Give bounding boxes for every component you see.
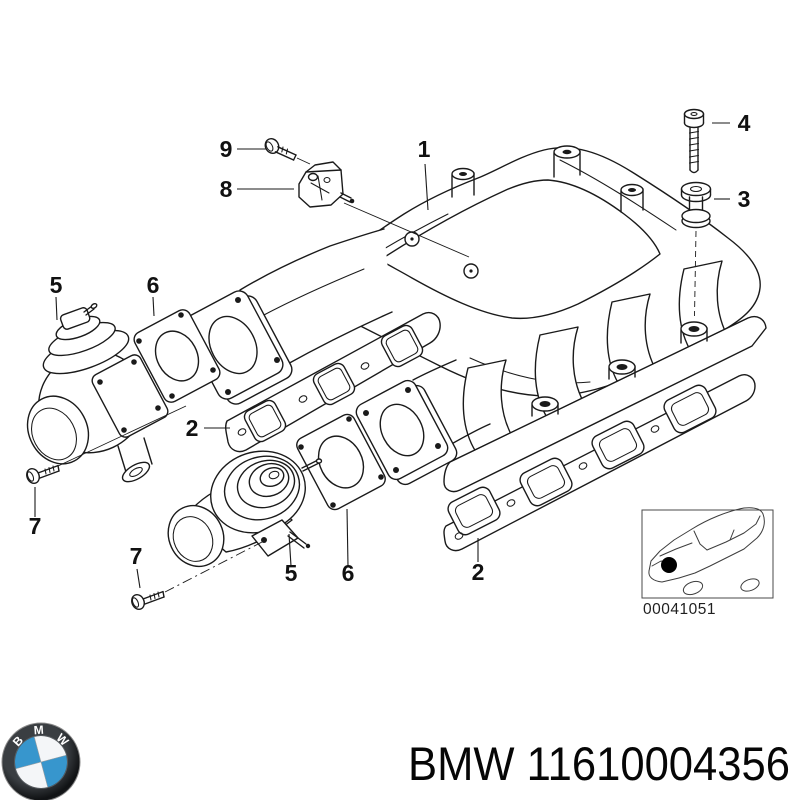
- mounting-boss: [451, 145, 644, 213]
- callout-label-1: 1: [418, 136, 431, 162]
- bolt: [131, 541, 263, 610]
- long-bolt: [683, 108, 705, 174]
- callout-label-2b: 2: [472, 559, 485, 585]
- car-thumbnail: 00041051: [641, 507, 774, 618]
- rail-boss: [531, 321, 708, 417]
- flange-gasket: [296, 413, 386, 511]
- callout-label-5a: 5: [50, 272, 63, 298]
- manifold-flange: [355, 359, 491, 486]
- logo-letter-m: M: [33, 723, 44, 738]
- bolt: [26, 405, 187, 484]
- thumbnail-frame: [641, 509, 774, 599]
- callout-label-6b: 6: [342, 560, 355, 586]
- logo-quadrant-blue: [41, 755, 67, 788]
- egr-valve: [167, 450, 323, 568]
- intake-manifold-drawing: [182, 145, 767, 493]
- callout-label-5b: 5: [285, 560, 298, 586]
- callout-label-8: 8: [220, 176, 233, 202]
- bracket: [298, 161, 470, 258]
- callout-label-3: 3: [738, 186, 751, 212]
- manifold-gasket-strip: [225, 311, 441, 453]
- callout-label-9: 9: [220, 136, 233, 162]
- part-number-text: BMW 11610004356: [408, 737, 790, 790]
- location-dot: [661, 557, 677, 573]
- logo-quadrant-blue: [15, 736, 41, 769]
- callout-labels: 9 8 1 4 3 5 6 2 7 7 5 6 2: [29, 110, 751, 586]
- bmw-logo: B M W: [1, 722, 81, 800]
- thumbnail-code: 00041051: [643, 601, 716, 618]
- bushing: [680, 181, 712, 317]
- callout-label-4: 4: [738, 110, 751, 136]
- callout-label-7a: 7: [29, 513, 42, 539]
- callout-label-2a: 2: [186, 415, 199, 441]
- manifold-gasket-strip: [443, 374, 756, 552]
- callout-leaders: [34, 122, 730, 589]
- logo-quadrants: [15, 736, 67, 788]
- egr-valve: [26, 303, 169, 483]
- small-bolt: [264, 138, 311, 165]
- callout-label-7b: 7: [130, 543, 143, 569]
- car-sketch: [648, 507, 765, 596]
- callout-label-6a: 6: [147, 272, 160, 298]
- flange-gasket: [133, 309, 221, 403]
